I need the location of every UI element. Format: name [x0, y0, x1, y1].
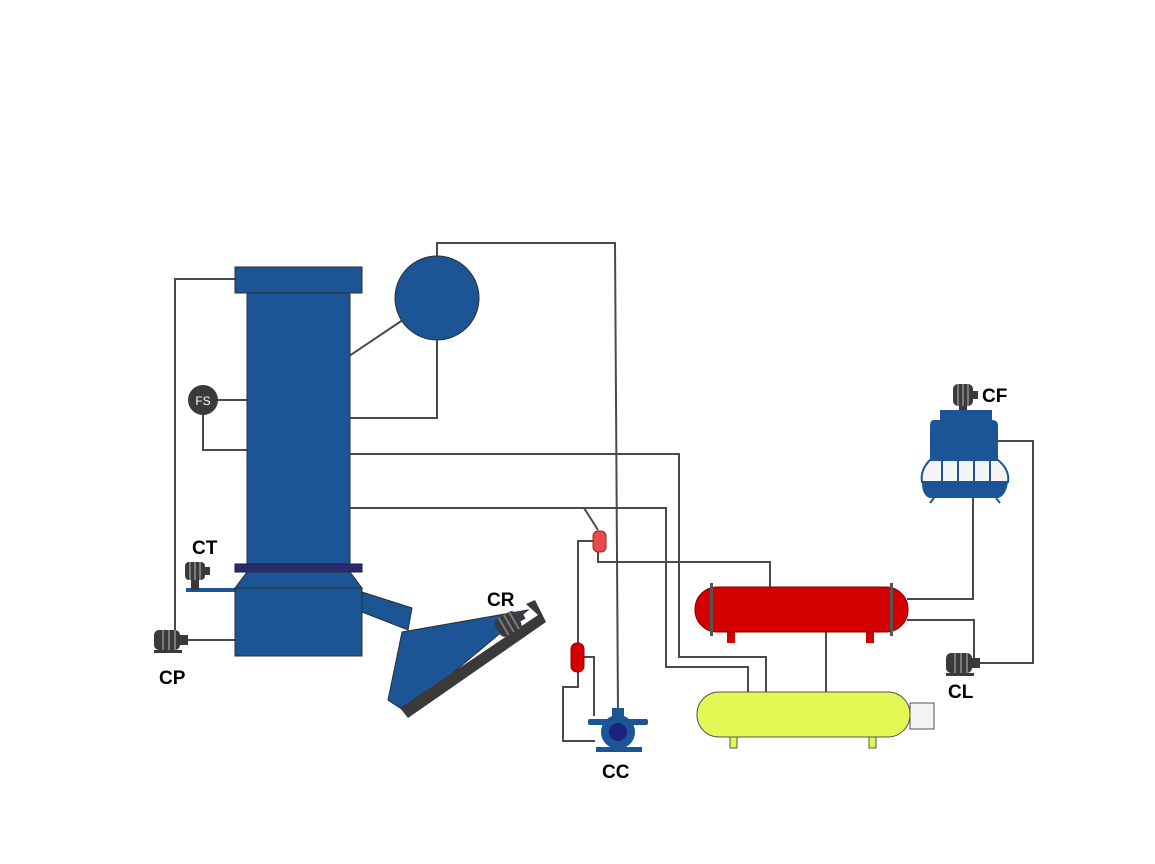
storage-tank: [696, 691, 935, 749]
cyclone-vessel: [394, 255, 480, 341]
tank-body: [696, 691, 911, 738]
discharge-chute: [361, 591, 413, 631]
pipe-vessel-loop-c: [584, 656, 595, 716]
pipe-separator-to-cl: [907, 619, 975, 662]
motor-icon: [494, 611, 526, 637]
separator-vessel: [694, 583, 909, 643]
conveyor: [387, 600, 546, 718]
pipe-cyclone-to-cc: [436, 242, 619, 713]
cooling-tower-top: [940, 410, 992, 420]
tower-cap: [234, 266, 363, 294]
pipe-cyclone-to-tower: [350, 340, 438, 419]
small-vessel-lower: [570, 642, 585, 673]
tower-flange: [234, 563, 363, 573]
pipe-tower-to-tank-a: [350, 453, 767, 692]
fs-label: FS: [195, 394, 210, 408]
label-cl: CL: [948, 682, 974, 703]
pipes: [174, 242, 1034, 742]
pipe-cf-to-cl: [978, 440, 1034, 664]
label-cp: CP: [159, 668, 186, 689]
cooling-tower-basin: [922, 482, 1008, 498]
flow-switch-icon: FS: [188, 385, 218, 415]
tower-cone: [234, 571, 363, 589]
pipe-fs-loop: [202, 414, 247, 451]
cooling-tower: [920, 410, 1010, 504]
pipe-to-small-vessel: [583, 507, 599, 531]
motor-icon: [154, 630, 188, 653]
pipe-vessel-loop-b: [562, 671, 595, 742]
motor-icon: [185, 562, 210, 590]
pipe-vessel-loop-a: [577, 540, 594, 645]
pump-icon: [588, 708, 648, 752]
cooling-tower-louver: [920, 459, 1010, 483]
pipe-vessel-to-separator: [597, 552, 771, 587]
main-tower: [234, 266, 413, 657]
separator-body: [694, 586, 909, 633]
tower-base: [234, 587, 363, 657]
pipe-separator-to-cf: [907, 495, 974, 600]
small-vessel-upper: [592, 530, 607, 553]
label-ct: CT: [192, 538, 218, 559]
label-cc: CC: [602, 762, 630, 783]
label-cf: CF: [982, 386, 1007, 407]
pipe-cp-to-tower-top: [174, 278, 236, 640]
pipe-tower-to-tank-b: [350, 507, 749, 692]
label-cr: CR: [487, 590, 515, 611]
tower-body: [246, 292, 351, 566]
cooling-tower-body: [930, 420, 998, 460]
motor-icon: [946, 653, 980, 676]
tank-nozzle: [909, 702, 935, 730]
conveyor-frame: [400, 600, 546, 718]
motor-icon: [953, 384, 978, 410]
